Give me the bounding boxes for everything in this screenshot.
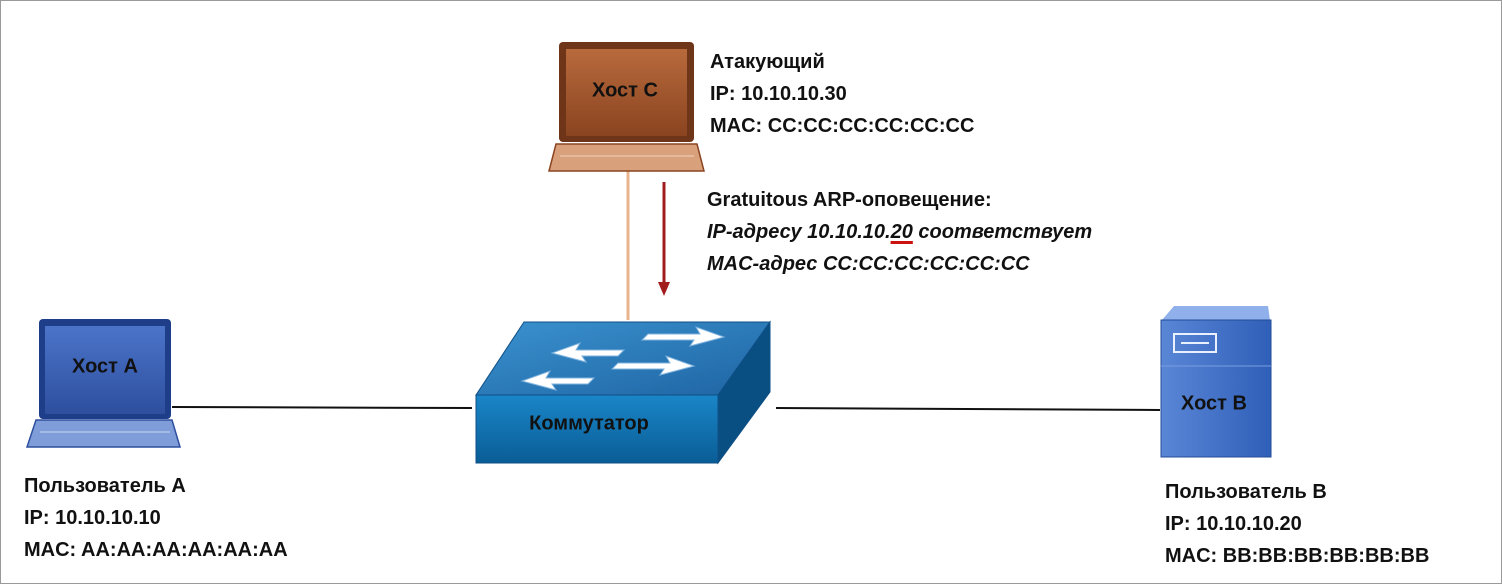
laptop-icon: [25, 319, 182, 448]
link-host-a-switch: [171, 406, 473, 409]
arp-line1: IP-адресу 10.10.10.20 соответствует: [707, 216, 1092, 248]
arp-title: Gratuitous ARP-оповещение:: [707, 189, 992, 211]
arp-line2: MAC-адрес CC:CC:CC:CC:CC:CC: [707, 253, 1030, 275]
switch-icon: [475, 320, 771, 465]
arp-line1-suffix: соответствует: [912, 221, 1093, 243]
host-a-ip: IP: 10.10.10.10: [24, 507, 161, 529]
host-a-name: Пользователь A: [24, 475, 186, 497]
host-c-device-label: Хост C: [592, 79, 658, 102]
host-c-info: Атакующий IP: 10.10.10.30 MAC: CC:CC:CC:…: [710, 46, 974, 142]
arp-line1-prefix: IP-адресу 10.10.10.: [707, 221, 891, 243]
host-b-mac: MAC: BB:BB:BB:BB:BB:BB: [1165, 545, 1430, 567]
host-b-ip: IP: 10.10.10.20: [1165, 513, 1302, 535]
laptop-icon: [548, 42, 705, 172]
host-c-ip: IP: 10.10.10.30: [710, 83, 847, 105]
host-a-mac: MAC: AA:AA:AA:AA:AA:AA: [24, 539, 288, 561]
arp-highlight: 20: [890, 221, 913, 243]
host-b-device-label: Хост B: [1181, 392, 1247, 415]
host-a-info: Пользователь A IP: 10.10.10.10 MAC: AA:A…: [24, 470, 288, 566]
switch-label: Коммутатор: [529, 412, 649, 435]
host-c-mac: MAC: CC:CC:CC:CC:CC:CC: [710, 115, 975, 137]
host-b-info: Пользователь B IP: 10.10.10.20 MAC: BB:B…: [1165, 476, 1429, 572]
arp-message: Gratuitous ARP-оповещение: IP-адресу 10.…: [707, 184, 1092, 280]
link-switch-host-b: [775, 407, 1161, 411]
server-icon: [1160, 306, 1272, 458]
host-a-device-label: Хост A: [72, 355, 138, 378]
host-b-name: Пользователь B: [1165, 481, 1327, 503]
arrow-down-icon: [658, 182, 670, 296]
host-c-name: Атакующий: [710, 51, 825, 73]
